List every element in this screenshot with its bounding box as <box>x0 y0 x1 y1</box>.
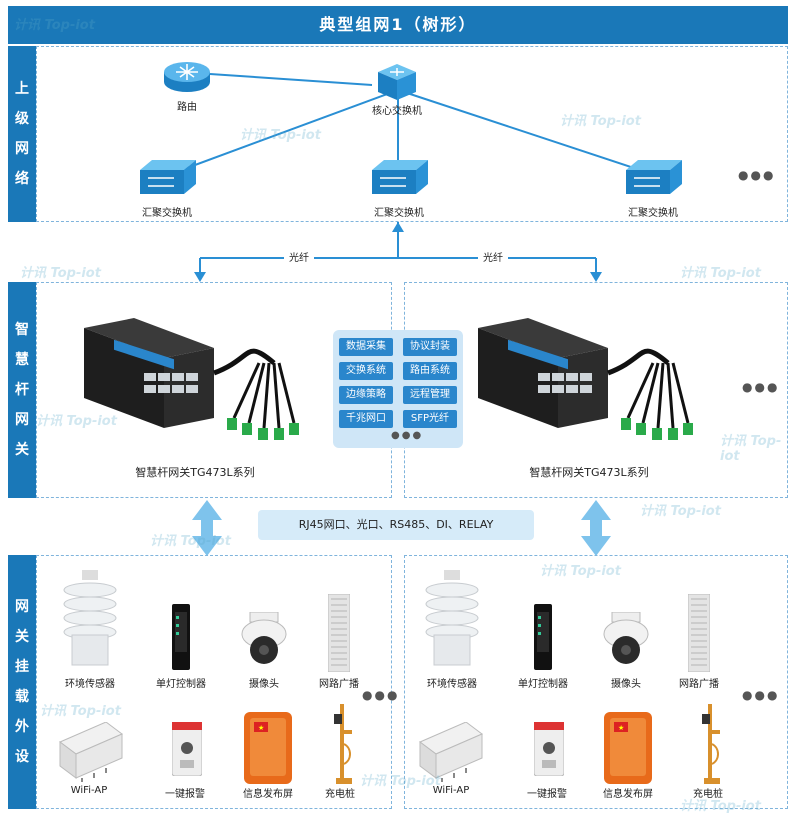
charging-pile-label-left: 充电桩 <box>325 789 355 800</box>
env-sensor-label-left: 环境传感器 <box>65 679 115 690</box>
fiber-label-right: 光纤 <box>478 249 508 264</box>
func-switching-system: 交换系统 <box>339 362 393 380</box>
gateway-device-right-icon <box>478 318 718 457</box>
router-label: 路由 <box>177 102 197 113</box>
broadcast-label-right: 网路广播 <box>679 679 719 690</box>
camera-icon <box>240 611 288 672</box>
core-switch-label: 核心交换机 <box>372 106 422 117</box>
camera-label-left: 摄像头 <box>249 679 279 690</box>
env-sensor-icon <box>424 570 480 674</box>
light-controller-icon <box>170 604 192 674</box>
camera-label-right: 摄像头 <box>611 679 641 690</box>
agg-switch-1-icon <box>136 158 200 202</box>
alarm-label-right: 一键报警 <box>527 789 567 800</box>
gateway-left-label: 智慧杆网关TG473L系列 <box>135 466 255 479</box>
light-controller-icon <box>532 604 554 674</box>
wifi-ap-label-right: WiFi-AP <box>432 785 470 796</box>
info-screen-label-left: 信息发布屏 <box>243 789 293 800</box>
func-edge-policy: 边缘策略 <box>339 386 393 404</box>
section-label-gateway: 智 慧 杆 网 关 <box>8 282 36 498</box>
function-box: 数据采集 协议封装 交换系统 路由系统 边缘策略 远程管理 千兆网口 SFP光纤… <box>333 330 463 448</box>
peripherals-panel-right <box>404 555 788 809</box>
page-title: 典型组网1（树形） <box>8 6 788 44</box>
broadcast-speaker-icon <box>327 593 351 676</box>
svg-text:★: ★ <box>258 724 264 732</box>
section-label-upper-network: 上 级 网 络 <box>8 46 36 222</box>
arrow-left <box>192 500 222 556</box>
func-gigabit-port: 千兆网口 <box>339 410 393 428</box>
func-protocol-encapsulation: 协议封装 <box>403 338 457 356</box>
info-screen-icon: ★ <box>244 712 292 788</box>
function-more-dots: ●●● <box>391 430 424 441</box>
agg-switch-3-icon <box>622 158 686 202</box>
charging-pile-label-right: 充电桩 <box>693 789 723 800</box>
peripherals-right-more-dots: ●●● <box>742 688 780 702</box>
gateway-device-left-icon <box>84 318 324 457</box>
func-routing-system: 路由系统 <box>403 362 457 380</box>
env-sensor-icon <box>62 570 118 674</box>
light-controller-label-right: 单灯控制器 <box>518 679 568 690</box>
router-icon <box>162 58 212 98</box>
upper-more-dots: ●●● <box>738 168 776 182</box>
agg-switch-2-label: 汇聚交换机 <box>374 208 424 219</box>
agg-switch-3-label: 汇聚交换机 <box>628 208 678 219</box>
camera-icon <box>602 611 650 672</box>
func-data-collection: 数据采集 <box>339 338 393 356</box>
svg-text:★: ★ <box>618 724 624 732</box>
func-sfp-fiber: SFP光纤 <box>403 410 457 428</box>
env-sensor-label-right: 环境传感器 <box>427 679 477 690</box>
arrow-right <box>581 500 611 556</box>
wifi-ap-label-left: WiFi-AP <box>70 785 108 796</box>
section-label-peripherals: 网 关 挂 载 外 设 <box>8 555 36 809</box>
agg-switch-1-label: 汇聚交换机 <box>142 208 192 219</box>
alarm-button-icon <box>171 721 203 780</box>
peripherals-left-more-dots: ●●● <box>362 688 400 702</box>
broadcast-speaker-icon <box>687 593 711 676</box>
light-controller-label-left: 单灯控制器 <box>156 679 206 690</box>
alarm-button-icon <box>533 721 565 780</box>
broadcast-label-left: 网路广播 <box>319 679 359 690</box>
core-switch-icon <box>374 62 420 106</box>
agg-switch-2-icon <box>368 158 432 202</box>
func-remote-management: 远程管理 <box>403 386 457 404</box>
charging-pile-icon <box>698 704 724 788</box>
info-screen-icon: ★ <box>604 712 652 788</box>
interfaces-bar: RJ45网口、光口、RS485、DI、RELAY <box>258 510 534 540</box>
info-screen-label-right: 信息发布屏 <box>603 789 653 800</box>
alarm-label-left: 一键报警 <box>165 789 205 800</box>
wifi-ap-icon <box>56 721 126 786</box>
wifi-ap-icon <box>416 721 486 786</box>
charging-pile-icon <box>330 704 356 788</box>
fiber-label-left: 光纤 <box>284 249 314 264</box>
gateway-right-label: 智慧杆网关TG473L系列 <box>529 466 649 479</box>
gateway-right-more-dots: ●●● <box>742 380 780 394</box>
